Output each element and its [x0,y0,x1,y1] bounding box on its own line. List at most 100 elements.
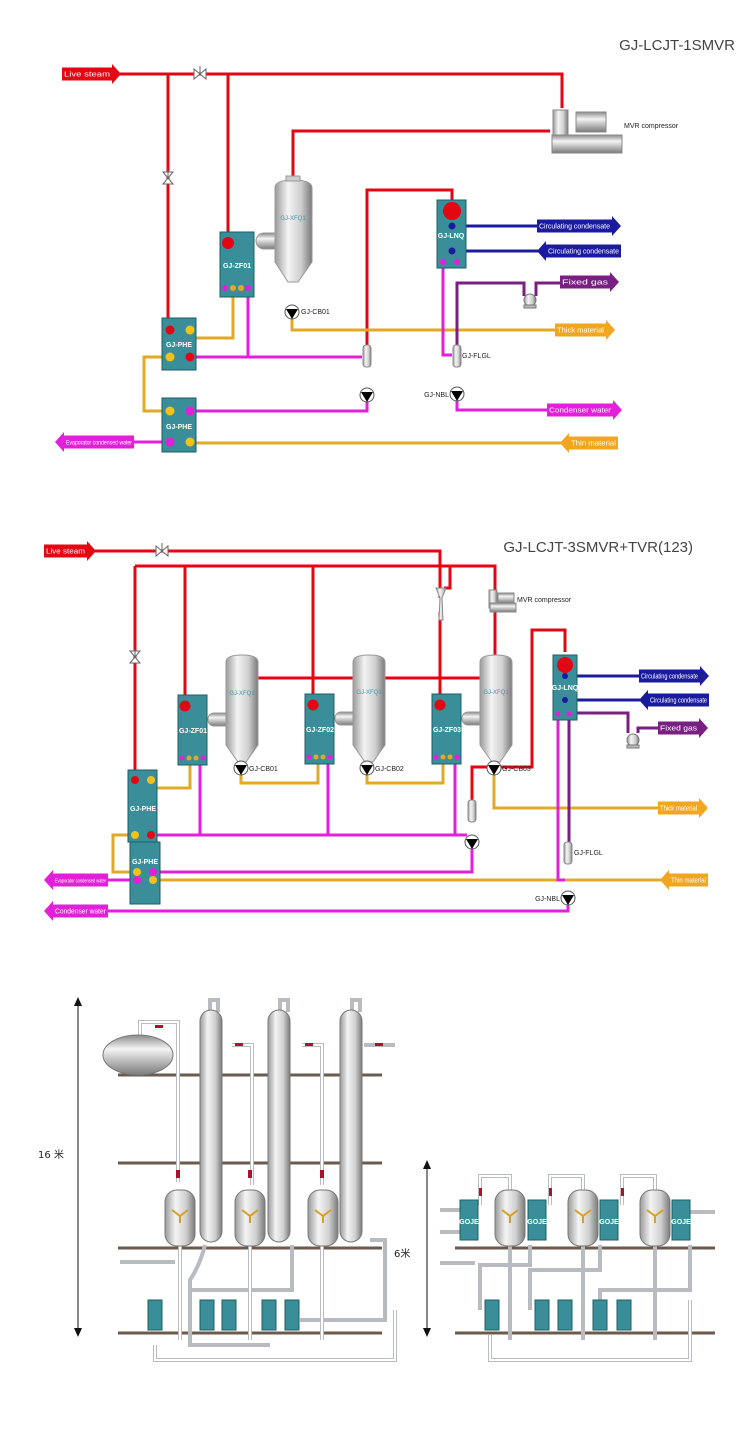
pump-nbl[interactable] [449,386,465,402]
height-6m-indicator: 6米 [394,1160,431,1337]
tvr-ejector [435,587,447,621]
steam-pipes [120,72,564,350]
diagram-3smvr-tvr: GJ-LCJT-3SMVR+TVR(123) M [44,539,709,921]
thin-material-arrow: Thin material [560,433,618,453]
arrow-shape [658,718,708,738]
material-pipes [111,762,662,882]
plate-logos: GOJE GOJE GOJE GOJE [459,1219,691,1226]
live-steam-arrow: Live steam [44,541,96,561]
diagram-title: GJ-LCJT-1SMVR [619,37,735,54]
plate-logo: GOJE [459,1219,479,1226]
pump-icon [562,895,574,905]
pump-cb01-label: GJ-CB01 [301,309,330,316]
arrow-shape [44,870,108,890]
evap-cond-label: Evaporator condensed water [55,879,106,885]
pump-icon [451,391,463,401]
flgl-label: GJ-FLGL [462,353,491,360]
phe-1: GJ-PHE [127,769,158,843]
evaporator-label: GJ-ZF01 [223,263,251,270]
pump-nbl[interactable] [560,890,576,906]
zf03-label: GJ-ZF03 [433,727,461,734]
phe-2: GJ-PHE [129,841,161,905]
separator-3-label: GJ-XFQ1 [483,690,509,696]
steam-valve[interactable] [193,66,207,81]
condenser-lnq: GJ-LNQ [436,199,467,269]
evaporator-zf01: GJ-ZF01 [177,694,208,766]
separator-icon [563,841,573,865]
fixed-gas-label: Fixed gas [562,280,609,287]
arrow-shape [62,64,121,84]
condensate-pump[interactable] [464,834,480,850]
bypass-valve[interactable] [128,649,142,664]
live-steam-arrow: Live steam [62,64,121,84]
lnq-label: GJ-LNQ [552,685,579,692]
condenser-lnq: GJ-LNQ [552,654,579,721]
gas-liquid-separator [467,799,477,823]
plate-logo: GOJE [527,1219,547,1226]
fixed-gas-pipe [567,711,658,848]
arrow-shape [555,320,615,340]
right-plant: GOJE GOJE GOJE GOJE [440,1174,715,1362]
mvr-compressor: MVR compressor [551,109,679,154]
vacuum-pump-base [523,304,537,309]
circulating-condensate-in-arrow: Circulating condensate [537,241,621,261]
fixed-gas-label: Fixed gas [660,726,698,733]
plate-heat-exchangers [147,1299,300,1331]
arrow-shape [44,901,108,921]
separator-icon [362,344,372,368]
condenser-water-label: Condenser water [549,408,612,415]
cb01-label: GJ-CB01 [249,766,278,773]
vacuum-pump[interactable] [626,733,640,749]
thick-material-label: Thick material [660,806,697,813]
live-steam-label: Live steam [64,72,110,79]
thin-material-label: Thin material [571,441,616,448]
condenser-label: GJ-LNQ [438,233,465,240]
evaporator-condensed-water-arrow: Evaporator condensed water [55,432,134,452]
compressor-label: MVR compressor [624,123,679,130]
pump-cb02[interactable] [359,760,375,776]
pump-cb03[interactable] [486,760,502,776]
height-16m-label: 16 米 [38,1148,64,1161]
separator-3: GJ-XFQ1 [461,654,513,763]
cb03-label: GJ-CB03 [502,766,531,773]
diagram-1smvr: GJ-LCJT-1SMVR MVR compressor GJ-XFQ1 [55,37,735,453]
pump-cb01[interactable] [233,760,249,776]
pump-icon [361,392,373,402]
thick-material-arrow: Thick material [555,320,615,340]
arrow-shape [660,870,708,890]
separator-2: GJ-XFQ1 [334,654,386,763]
circulating-condensate-out-arrow: Circulating condensate [639,666,709,686]
pump-cb01[interactable] [284,304,300,320]
vacuum-pump-icon [523,293,537,307]
circ-in-label: Circulating condensate [548,249,619,256]
circ-in-label: Circulating condensate [650,698,707,705]
arrow-shape [560,433,618,453]
arrow-shape [537,241,621,261]
flgl-separator [563,841,573,865]
material-pipes [142,290,564,445]
circulating-condensate-out-arrow: Circulating condensate [537,216,621,236]
phe-2-label: GJ-PHE [166,424,192,431]
vacuum-pump-icon [626,733,640,747]
arrow-shape [547,400,622,420]
flgl-label: GJ-FLGL [574,850,603,857]
evaporator-condensed-water-arrow: Evaporator condensed water [44,870,108,890]
condensate-pump[interactable] [359,387,375,403]
arrow-shape [560,272,619,292]
circ-out-label: Circulating condensate [539,224,610,231]
steam-valve[interactable] [155,543,169,558]
pump-icon [286,309,298,319]
condenser-water-label: Condenser water [55,909,107,916]
vacuum-pump[interactable] [523,293,537,309]
pump-nbl-label: GJ-NBL [424,392,449,399]
circ-out-label: Circulating condensate [641,674,698,681]
pump-icon [235,765,247,775]
condenser-water-arrow: Condenser water [44,901,108,921]
bypass-valve[interactable] [161,170,175,185]
compressor-label: MVR compressor [517,597,572,604]
thick-material-arrow: Thick material [658,798,708,818]
evaporator-zf01: GJ-ZF01 [219,231,255,298]
arrow-shape [658,798,708,818]
fixed-gas-arrow: Fixed gas [658,718,708,738]
